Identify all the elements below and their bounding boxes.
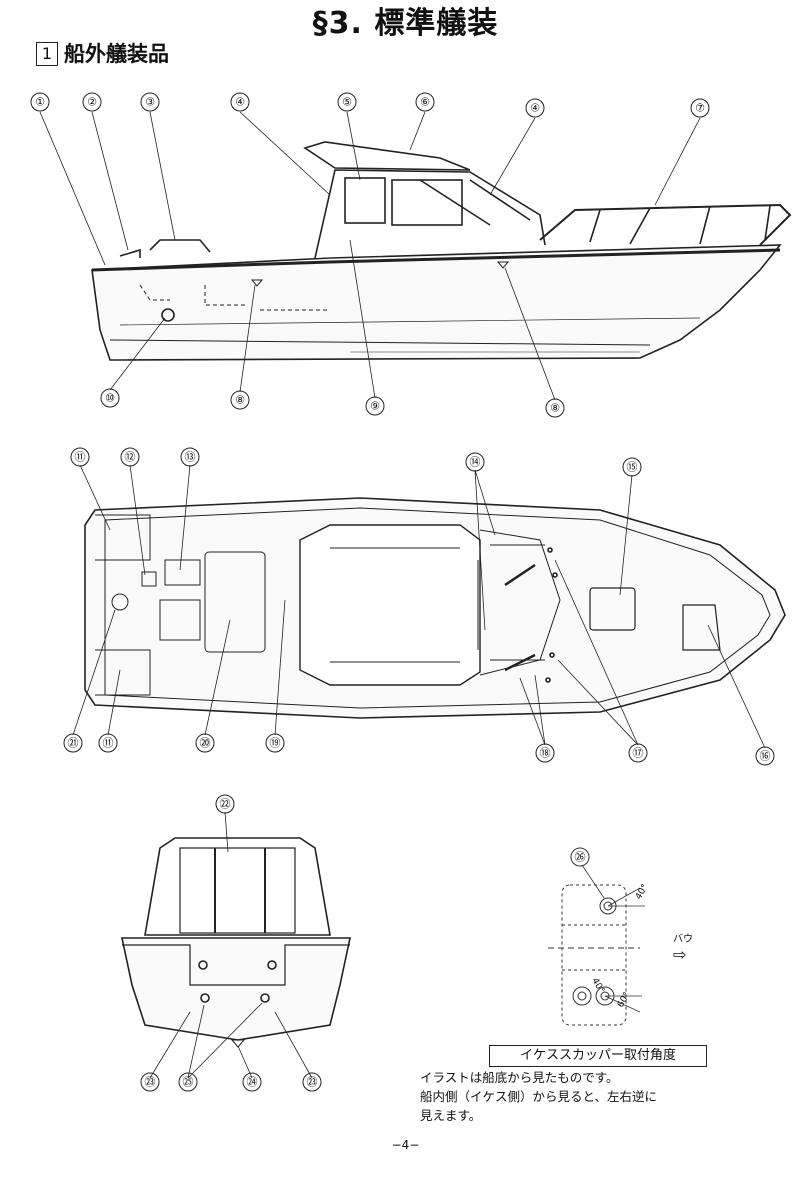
bow-label: バウ [673,934,693,945]
angle-bottom-label-2: 60° [616,991,633,1010]
callout-stern-24: ㉔ [247,1076,258,1089]
callout-side-3: ③ [145,96,155,109]
callout-side-8b: ⑧ [550,402,560,415]
callout-side-10: ⑩ [105,392,115,405]
callout-top-19: ⑲ [270,737,281,750]
caption-box-label: イケススカッパー取付角度 [489,1045,707,1067]
callout-side-8a: ⑧ [235,394,245,407]
callout-stern-23a: ㉓ [145,1076,156,1089]
callout-top-11b: ⑪ [103,737,114,750]
caption-line-2: 船内側（イケス側）から見ると、左右逆に [420,1089,658,1104]
callout-top-15: ⑮ [627,461,638,474]
page-title: §3. 標準艤装 [312,6,499,41]
callout-side-1: ① [35,96,45,109]
callout-top-17: ⑰ [633,747,644,760]
callout-stern-25: ㉕ [183,1076,194,1089]
callout-side-6: ⑥ [420,96,430,109]
scupper-angle-detail [548,847,645,1026]
callout-side-4b: ④ [530,102,540,115]
callout-cup-26: ㉖ [575,851,586,864]
callout-top-21: ㉑ [68,737,79,750]
callout-top-12: ⑫ [125,451,136,464]
section-title: 船外艤装品 [64,42,169,66]
caption-line-1: イラストは船底から見たものです。 [420,1070,619,1085]
caption-line-3: 見えます。 [420,1108,482,1123]
callout-top-20: ⑳ [200,737,211,750]
bow-arrow-icon: ⇨ [673,945,687,964]
callout-side-4a: ④ [235,96,245,109]
callout-top-13: ⑬ [185,451,196,464]
callout-stern-22: ㉒ [220,798,231,811]
callout-stern-23b: ㉓ [307,1076,318,1089]
callout-top-18: ⑱ [540,747,551,760]
callout-top-11a: ⑪ [75,451,86,464]
section-number-box: 1 [36,42,58,66]
page-number: −4− [391,1138,420,1152]
callout-side-9: ⑨ [370,400,380,413]
boat-top-view [72,464,786,749]
callout-top-16: ⑯ [760,750,771,763]
callout-side-7: ⑦ [695,102,705,115]
bow-direction: バウ ⇨ [673,930,693,964]
callout-side-5: ⑤ [342,96,352,109]
callout-side-2: ② [87,96,97,109]
callout-top-14: ⑭ [470,456,481,469]
boat-stern-view [121,811,351,1079]
caption-text: イラストは船底から見たものです。 船内側（イケス側）から見ると、左右逆に 見えま… [420,1068,760,1125]
angle-top-label: 40° [634,883,651,902]
